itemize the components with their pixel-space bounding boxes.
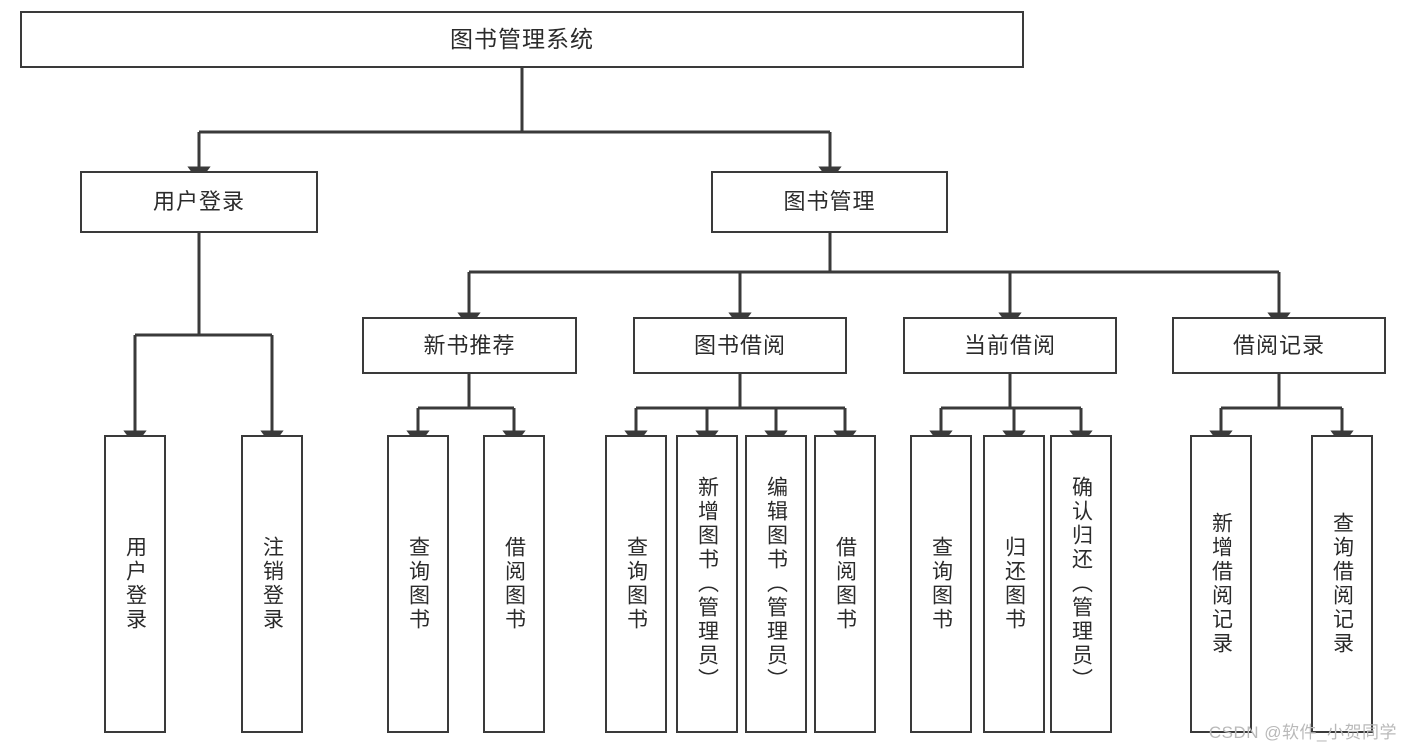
- node-leaf-borrow-book-1-label: 借阅图书: [502, 536, 526, 632]
- node-leaf-query-book-2-label: 查询图书: [624, 536, 648, 632]
- node-leaf-return-book-label: 归还图书: [1002, 536, 1026, 632]
- node-leaf-add-book[interactable]: 新增图书（管理员）: [676, 435, 738, 733]
- node-leaf-query-book-2[interactable]: 查询图书: [605, 435, 667, 733]
- node-leaf-query-record-label: 查询借阅记录: [1330, 512, 1354, 656]
- node-book-borrow[interactable]: 图书借阅: [633, 317, 847, 374]
- node-new-book-recommend[interactable]: 新书推荐: [362, 317, 577, 374]
- node-book-borrow-label: 图书借阅: [693, 332, 786, 358]
- node-leaf-return-book[interactable]: 归还图书: [983, 435, 1045, 733]
- node-leaf-borrow-book-2-label: 借阅图书: [833, 536, 857, 632]
- node-new-book-recommend-label: 新书推荐: [423, 332, 516, 358]
- node-leaf-edit-book[interactable]: 编辑图书（管理员）: [745, 435, 807, 733]
- node-leaf-query-record[interactable]: 查询借阅记录: [1311, 435, 1373, 733]
- node-current-borrow[interactable]: 当前借阅: [903, 317, 1117, 374]
- node-user-login-label: 用户登录: [152, 189, 245, 215]
- node-leaf-user-logout[interactable]: 注销登录: [241, 435, 303, 733]
- node-user-login[interactable]: 用户登录: [80, 171, 318, 233]
- node-leaf-query-book-3-label: 查询图书: [929, 536, 953, 632]
- node-book-manage-label: 图书管理: [783, 189, 876, 215]
- node-root[interactable]: 图书管理系统: [20, 11, 1024, 68]
- node-leaf-add-book-label: 新增图书（管理员）: [695, 476, 719, 692]
- node-borrow-record[interactable]: 借阅记录: [1172, 317, 1386, 374]
- node-leaf-user-logout-label: 注销登录: [260, 536, 284, 632]
- node-leaf-user-login[interactable]: 用户登录: [104, 435, 166, 733]
- node-leaf-confirm-return[interactable]: 确认归还（管理员）: [1050, 435, 1112, 733]
- node-current-borrow-label: 当前借阅: [963, 332, 1056, 358]
- node-leaf-query-book-1-label: 查询图书: [406, 536, 430, 632]
- node-leaf-add-record[interactable]: 新增借阅记录: [1190, 435, 1252, 733]
- watermark: CSDN @软件_小贺同学: [1208, 723, 1397, 742]
- node-borrow-record-label: 借阅记录: [1232, 332, 1325, 358]
- node-leaf-edit-book-label: 编辑图书（管理员）: [764, 476, 788, 692]
- node-book-manage[interactable]: 图书管理: [711, 171, 948, 233]
- node-leaf-query-book-3[interactable]: 查询图书: [910, 435, 972, 733]
- node-leaf-confirm-return-label: 确认归还（管理员）: [1069, 476, 1093, 692]
- node-leaf-query-book-1[interactable]: 查询图书: [387, 435, 449, 733]
- node-leaf-add-record-label: 新增借阅记录: [1209, 512, 1233, 656]
- node-leaf-borrow-book-2[interactable]: 借阅图书: [814, 435, 876, 733]
- node-leaf-user-login-label: 用户登录: [123, 536, 147, 632]
- node-root-label: 图书管理系统: [450, 25, 594, 52]
- node-leaf-borrow-book-1[interactable]: 借阅图书: [483, 435, 545, 733]
